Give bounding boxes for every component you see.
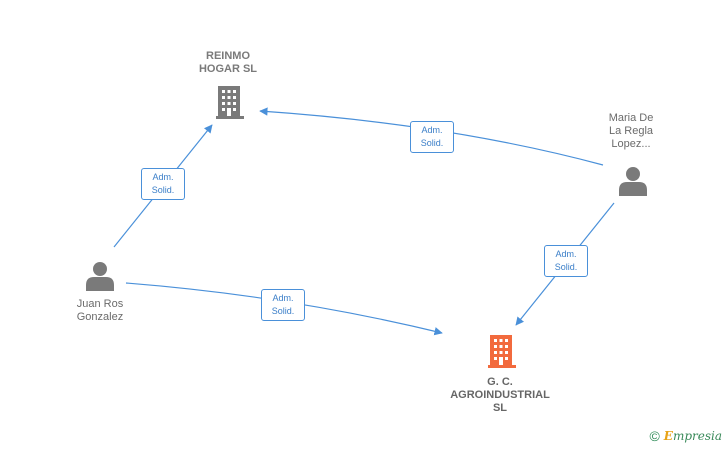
edge-label-line2: Solid. bbox=[420, 138, 444, 148]
edge-label-maria-reinmo: Adm. Solid. bbox=[410, 121, 454, 153]
company-name-reinmo[interactable]: REINMO HOGAR SL bbox=[198, 50, 258, 75]
person-icon[interactable] bbox=[86, 262, 114, 291]
copyright-icon: © bbox=[649, 428, 660, 444]
edge-label-line2: Solid. bbox=[151, 185, 175, 195]
edge-label-line1: Adm. bbox=[421, 125, 443, 135]
edge-label-line1: Adm. bbox=[152, 172, 174, 182]
person-name-maria[interactable]: Maria De La Regla Lopez... bbox=[608, 112, 654, 150]
person-name-juan[interactable]: Juan Ros Gonzalez bbox=[76, 298, 124, 323]
edge-label-line1: Adm. bbox=[555, 249, 577, 259]
edge-label-line1: Adm. bbox=[272, 293, 294, 303]
edge-label-juan-gc: Adm. Solid. bbox=[261, 289, 305, 321]
brand-logo: Empresia bbox=[663, 429, 722, 443]
company-name-gc[interactable]: G. C. AGROINDUSTRIAL SL bbox=[450, 376, 550, 414]
edge-label-maria-gc: Adm. Solid. bbox=[544, 245, 588, 277]
brand-footer: © Empresia bbox=[649, 428, 722, 444]
building-icon[interactable] bbox=[216, 86, 244, 119]
person-icon[interactable] bbox=[619, 167, 647, 196]
edge-label-line2: Solid. bbox=[271, 306, 295, 316]
edge-label-line2: Solid. bbox=[554, 262, 578, 272]
building-icon[interactable] bbox=[488, 335, 516, 368]
edge-label-juan-reinmo: Adm. Solid. bbox=[141, 168, 185, 200]
